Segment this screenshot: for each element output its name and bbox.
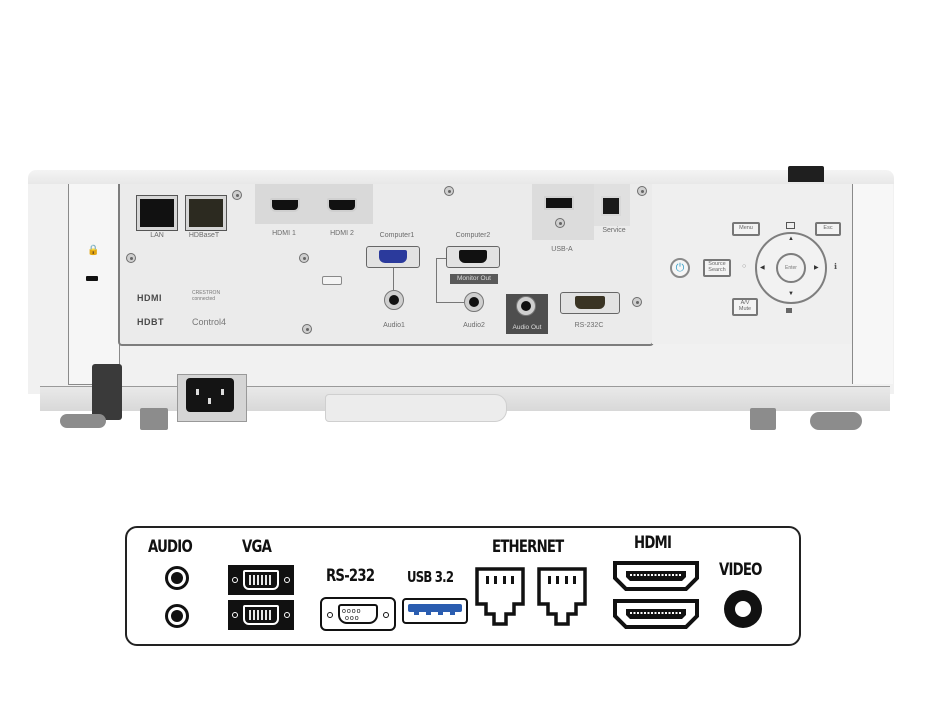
connector-line <box>436 258 437 302</box>
computer1-label: Computer1 <box>379 232 415 239</box>
enter-button[interactable]: Enter <box>776 253 806 283</box>
kensington-slot <box>86 276 98 281</box>
hdmi2-label: HDMI 2 <box>330 230 354 237</box>
arrow-up-button[interactable]: ▲ <box>788 236 794 242</box>
legend-video-title: VIDEO <box>719 560 762 580</box>
usb-port-icon <box>402 598 468 624</box>
rs232-port-icon: oooo ooo <box>320 597 396 631</box>
legend-rs232-title: RS-232 <box>326 566 375 586</box>
audio2-label: Audio2 <box>463 322 485 329</box>
indicator-slot <box>322 276 342 285</box>
rear-foot-left <box>140 408 168 430</box>
screw <box>232 190 242 200</box>
hdmi1-port[interactable] <box>270 198 300 212</box>
legend-usb-title: USB 3.2 <box>407 568 454 586</box>
projector-top-tab <box>788 166 824 182</box>
computer2-label: Computer2 <box>455 232 491 239</box>
hdmi2-port[interactable] <box>327 198 357 212</box>
screw <box>555 218 565 228</box>
computer1-port[interactable] <box>366 246 420 268</box>
lock-small-icon: ○ <box>742 263 747 270</box>
usb-a-label: USB-A <box>551 246 573 253</box>
arrow-down-button[interactable]: ▼ <box>788 291 794 297</box>
power-icon: ⏻ <box>675 261 685 274</box>
screw <box>632 297 642 307</box>
info-icon: ℹ <box>834 262 838 271</box>
hdmi-logo: HDMI <box>137 293 162 303</box>
screw <box>637 186 647 196</box>
screw <box>302 324 312 334</box>
screw <box>444 186 454 196</box>
rs232c-label: RS-232C <box>574 322 604 329</box>
adjustable-foot-right <box>810 412 862 430</box>
legend-vga-title: VGA <box>242 537 272 557</box>
power-inlet[interactable] <box>186 378 234 412</box>
rear-foot-right <box>750 408 776 430</box>
connector-line <box>436 258 446 259</box>
legend-ethernet-title: ETHERNET <box>492 537 564 557</box>
audio-out-label: Audio Out <box>512 324 542 331</box>
rs232c-port[interactable] <box>560 292 620 314</box>
hdbaset-logo: HDBT <box>137 317 164 327</box>
audio1-label: Audio1 <box>383 322 405 329</box>
keystone-icon <box>786 222 795 229</box>
security-panel: 🔒 <box>68 184 120 385</box>
hdmi-port-icon <box>613 599 699 629</box>
screw <box>126 253 136 263</box>
hdbaset-label: HDBaseT <box>188 232 220 239</box>
power-button[interactable]: ⏻ <box>670 258 690 278</box>
crestron-logo: CRESTRON connected <box>192 290 221 302</box>
esc-button[interactable]: Esc <box>815 222 841 236</box>
control4-logo: Control4 <box>192 317 227 327</box>
lock-icon: 🔒 <box>87 245 100 256</box>
usb-a-bay <box>532 184 594 240</box>
vga-port-icon <box>228 565 294 595</box>
service-usb-b-port[interactable] <box>601 196 621 216</box>
hdbaset-port[interactable] <box>185 195 227 231</box>
legend-hdmi-title: HDMI <box>634 533 672 553</box>
service-label: Service <box>602 227 626 234</box>
audio-out-jack[interactable] <box>516 296 536 316</box>
ethernet-port-icon <box>475 567 525 626</box>
navigation-dpad[interactable] <box>755 232 827 304</box>
adjustable-foot-left <box>60 414 106 428</box>
vga-port-icon <box>228 600 294 630</box>
menu-button[interactable]: Menu <box>732 222 760 236</box>
right-side-panel <box>852 184 893 384</box>
arrow-right-button[interactable]: ▶ <box>814 265 819 271</box>
carry-handle <box>325 394 507 422</box>
av-mute-button[interactable]: A/V Mute <box>732 298 758 316</box>
lan-label: LAN <box>150 232 164 239</box>
legend-audio-title: AUDIO <box>148 537 193 557</box>
cable-strap <box>92 364 122 420</box>
monitor-out-label: Monitor Out <box>450 274 498 284</box>
usb-a-port[interactable] <box>544 196 574 210</box>
video-rca-icon <box>724 590 762 628</box>
audio-jack-icon <box>165 604 189 628</box>
computer2-port[interactable] <box>446 246 500 268</box>
hdmi1-label: HDMI 1 <box>272 230 296 237</box>
connector-line <box>436 302 464 303</box>
grid-icon <box>786 308 792 313</box>
audio-jack-icon <box>165 566 189 590</box>
connector-line <box>393 268 394 290</box>
hdmi-port-icon <box>613 561 699 591</box>
ethernet-port-icon <box>537 567 587 626</box>
audio1-jack[interactable] <box>384 290 404 310</box>
source-search-button[interactable]: Source Search <box>703 259 731 277</box>
arrow-left-button[interactable]: ◀ <box>760 265 765 271</box>
lan-port[interactable] <box>136 195 178 231</box>
audio2-jack[interactable] <box>464 292 484 312</box>
screw <box>299 253 309 263</box>
